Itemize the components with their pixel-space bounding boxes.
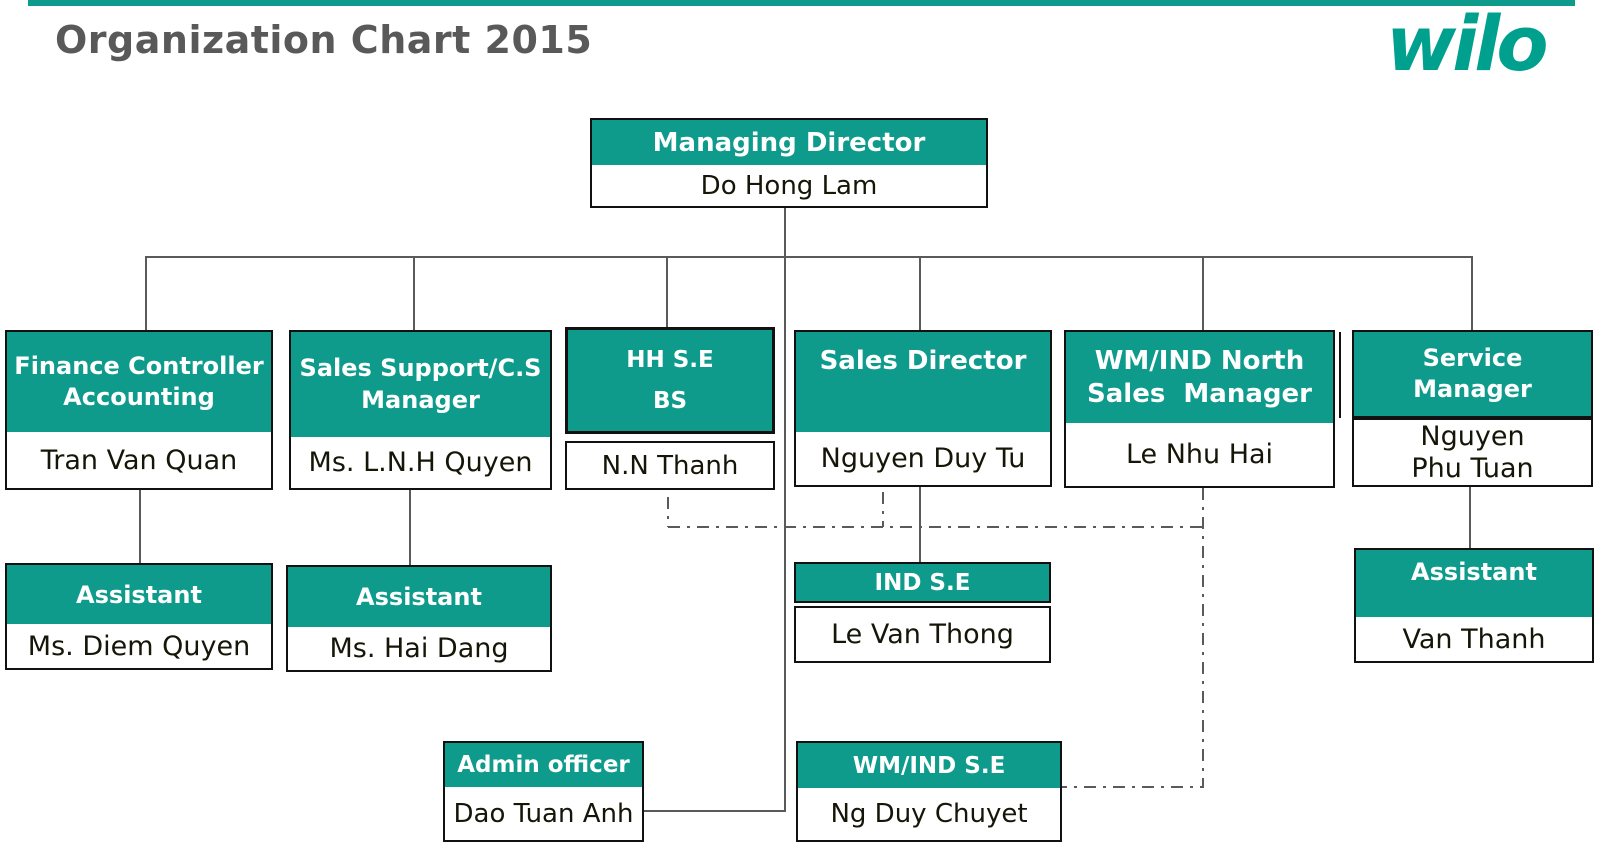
node-assistant-sales-support-title: Assistant [288, 567, 550, 627]
connector-drop-wm-ind-north [1202, 256, 1204, 330]
node-assistant-sales-support: Assistant Ms. Hai Dang [286, 565, 552, 672]
node-wm-ind-se-title: WM/IND S.E [798, 743, 1060, 788]
node-sales-director: Sales Director Nguyen Duy Tu [794, 330, 1052, 487]
node-sales-support: Sales Support/C.S Manager Ms. L.N.H Quye… [289, 330, 552, 490]
connector-drop-hh-se [666, 256, 668, 330]
node-admin-officer-title: Admin officer [445, 743, 642, 787]
connector-main-horizontal [145, 256, 1473, 258]
node-assistant-sales-support-name: Ms. Hai Dang [288, 627, 550, 670]
node-assistant-service: Assistant Van Thanh [1354, 548, 1594, 663]
node-sales-director-title: Sales Director [796, 332, 1050, 432]
connector-drop-finance [145, 256, 147, 330]
node-assistant-finance-title: Assistant [7, 565, 271, 624]
node-admin-officer: Admin officer Dao Tuan Anh [443, 741, 644, 842]
top-accent-bar [28, 0, 1575, 6]
node-hh-se-name: N.N Thanh [565, 441, 775, 490]
node-wm-ind-se-name: Ng Duy Chuyet [798, 788, 1060, 840]
node-admin-officer-name: Dao Tuan Anh [445, 787, 642, 840]
node-service-manager: Service Manager Nguyen Phu Tuan [1352, 330, 1593, 487]
node-managing-director: Managing Director Do Hong Lam [590, 118, 988, 208]
page-title: Organization Chart 2015 [55, 18, 593, 62]
node-managing-director-name: Do Hong Lam [592, 165, 986, 206]
node-sales-support-title: Sales Support/C.S Manager [291, 332, 550, 437]
connector-drop-sales-support [413, 256, 415, 330]
connector-sales-director-ind-se [919, 485, 921, 562]
node-service-manager-name: Nguyen Phu Tuan [1354, 420, 1591, 485]
connector-drop-sales-director [919, 256, 921, 330]
connector-finance-assistant [139, 490, 141, 563]
connector-admin-elbow [644, 810, 786, 812]
node-assistant-service-name: Van Thanh [1356, 617, 1592, 661]
node-wm-ind-north-name: Le Nhu Hai [1066, 423, 1333, 486]
node-assistant-finance-name: Ms. Diem Quyen [7, 624, 271, 668]
node-finance-controller-name: Tran Van Quan [7, 432, 271, 488]
node-wm-ind-north-title: WM/IND North Sales Manager [1066, 332, 1333, 423]
node-wm-ind-se: WM/IND S.E Ng Duy Chuyet [796, 741, 1062, 842]
connector-sales-support-assistant [409, 490, 411, 565]
connector-service-assistant [1469, 486, 1471, 548]
node-assistant-service-title: Assistant [1356, 550, 1592, 617]
node-sales-director-name: Nguyen Duy Tu [796, 432, 1050, 485]
connector-md-vertical [784, 208, 786, 812]
node-wm-ind-north: WM/IND North Sales Manager Le Nhu Hai [1064, 330, 1335, 488]
node-managing-director-title: Managing Director [592, 120, 986, 165]
node-hh-se-title: HH S.E BS [565, 327, 775, 434]
wilo-logo: wilo [1386, 0, 1549, 88]
node-assistant-finance: Assistant Ms. Diem Quyen [5, 563, 273, 670]
wm-ind-north-shadow-edge [1339, 332, 1341, 418]
node-service-manager-title: Service Manager [1354, 332, 1591, 420]
node-sales-support-name: Ms. L.N.H Quyen [291, 437, 550, 488]
node-finance-controller-title: Finance Controller Accounting [7, 332, 271, 432]
node-ind-se-title: IND S.E [794, 562, 1051, 603]
node-ind-se-name: Le Van Thong [794, 606, 1051, 663]
node-finance-controller: Finance Controller Accounting Tran Van Q… [5, 330, 273, 490]
connector-drop-service-manager [1471, 256, 1473, 330]
